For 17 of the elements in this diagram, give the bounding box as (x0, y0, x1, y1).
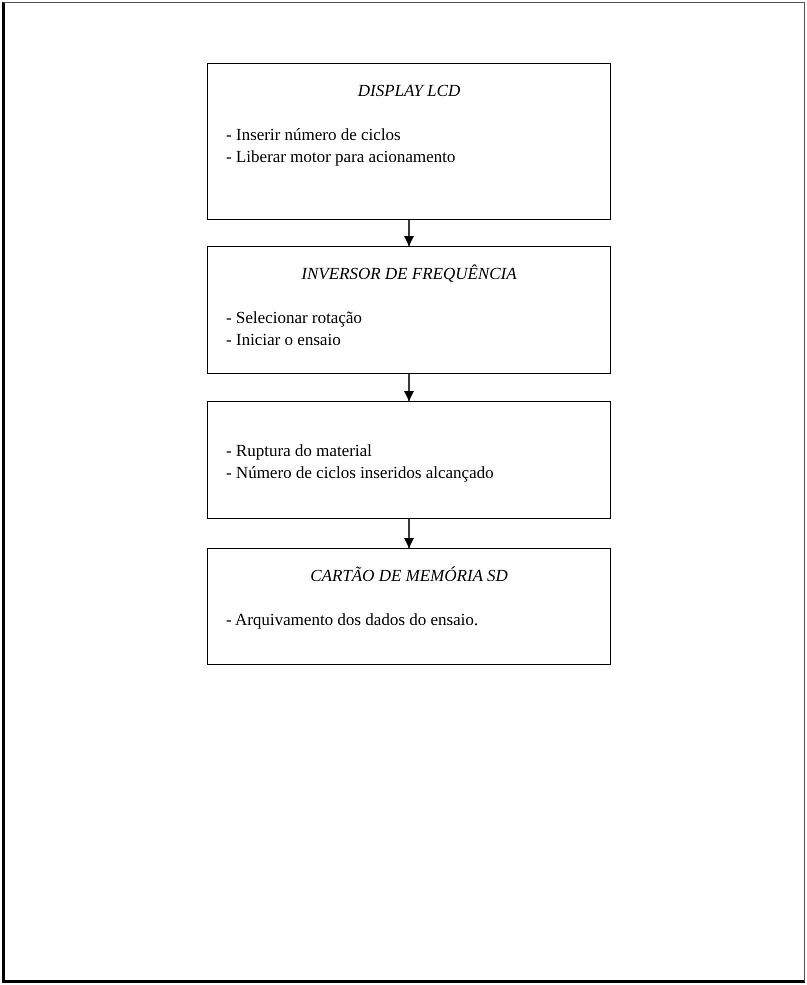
list-item: - Ruptura do material (226, 440, 373, 462)
box-heading: CARTÃO DE MEMÓRIA SD (309, 565, 509, 587)
arrow (404, 374, 414, 401)
process-box (207, 63, 611, 220)
arrow (404, 220, 414, 246)
process-box (207, 548, 611, 665)
list-item: - Liberar motor para acionamento (226, 146, 456, 168)
list-item: - Número de ciclos inseridos alcançado (226, 462, 495, 484)
box-heading: INVERSOR DE FREQUÊNCIA (300, 263, 518, 285)
arrow (404, 519, 414, 548)
process-box (207, 401, 611, 519)
list-item: - Inserir número de ciclos (226, 124, 402, 146)
list-item: - Arquivamento dos dados do ensaio. (226, 609, 480, 631)
list-item: - Iniciar o ensaio (226, 329, 342, 351)
box-heading: DISPLAY LCD (356, 80, 462, 102)
list-item: - Selecionar rotação (226, 307, 363, 329)
process-box (207, 246, 611, 374)
